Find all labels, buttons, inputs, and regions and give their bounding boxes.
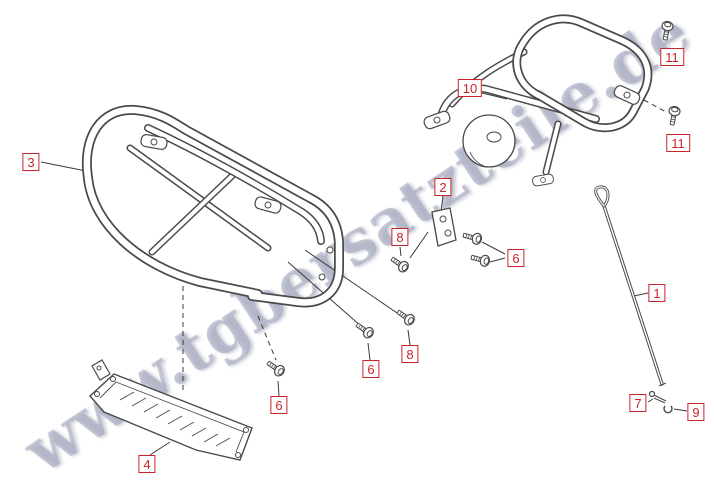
skid-plate-vents [119, 391, 231, 447]
part-label-6-b[interactable]: 6 [362, 360, 380, 378]
fasteners [264, 20, 682, 379]
part-label-7[interactable]: 7 [629, 394, 647, 412]
part-label-11-b[interactable]: 11 [666, 134, 690, 152]
bolt-icon-8a [388, 253, 411, 275]
bolt-icon-11b [666, 105, 682, 127]
bolt-hole [318, 273, 326, 281]
part-label-8-a[interactable]: 8 [391, 228, 409, 246]
clip-ring [663, 405, 673, 414]
part-label-11-a[interactable]: 11 [660, 48, 684, 66]
part-label-10[interactable]: 10 [457, 79, 483, 97]
bolt-icon-6c [264, 357, 287, 379]
carrier-mount-plate [612, 83, 642, 107]
cotter-pin-head [648, 390, 656, 398]
bolt-icon-6a2 [469, 251, 492, 268]
skid-plate-drawing [89, 359, 253, 461]
part-label-6-a[interactable]: 6 [507, 249, 525, 267]
support-rod-drawing [594, 185, 667, 387]
part-label-2[interactable]: 2 [434, 178, 452, 196]
bolt-icon-11a [659, 20, 675, 42]
part-label-4[interactable]: 4 [138, 455, 156, 473]
part-label-6-c[interactable]: 6 [270, 396, 288, 414]
bolt-icon-6a1 [461, 229, 484, 246]
bolt-icon-8b [394, 306, 417, 328]
front-bumper-drawing [87, 110, 339, 303]
part-label-1[interactable]: 1 [648, 284, 666, 302]
part-label-3[interactable]: 3 [22, 153, 40, 171]
cotter-pin [653, 394, 667, 404]
part-label-9[interactable]: 9 [687, 403, 705, 421]
small-parts [648, 390, 673, 414]
carrier-mount-tab [531, 172, 555, 188]
mounting-bracket-drawing [431, 207, 457, 247]
bolt-hole [326, 246, 334, 254]
disc-center-hole [486, 131, 502, 143]
part-label-8-b[interactable]: 8 [401, 345, 419, 363]
rear-carrier-drawing [422, 19, 648, 188]
carrier-mount-plate [422, 109, 452, 131]
